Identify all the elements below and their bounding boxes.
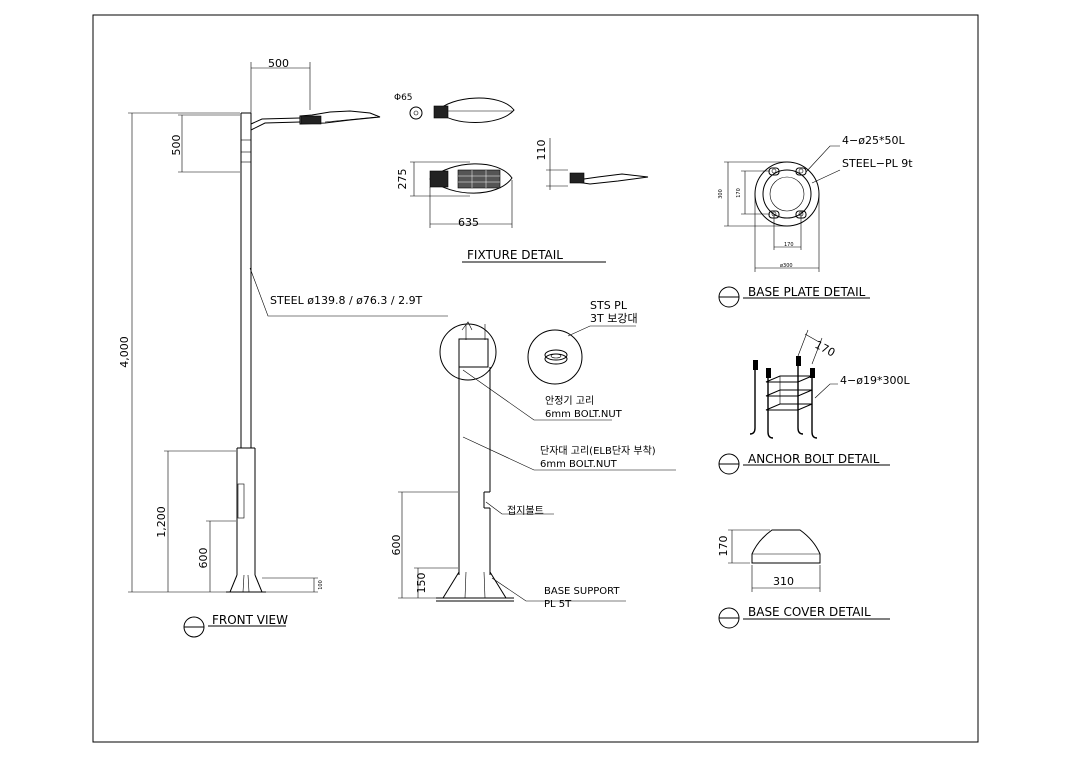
sheet-border	[92, 14, 979, 743]
bolt-nut-label-2: 6mm BOLT.NUT	[540, 459, 618, 470]
fixture-detail	[409, 97, 649, 263]
fixture-height-dim: 110	[535, 140, 548, 161]
section-600-dim: 600	[390, 535, 403, 556]
ground-bolt-label: 접지볼트	[507, 505, 544, 517]
total-height-dim: 4,000	[118, 336, 131, 368]
base-support-label: BASE SUPPORT	[544, 586, 620, 597]
plate-170b-dim: 170	[784, 242, 794, 248]
base-small-dim: 100	[318, 580, 324, 590]
fixture-detail-title: FIXTURE DETAIL	[467, 248, 563, 262]
base-plate-title: BASE PLATE DETAIL	[748, 285, 866, 299]
steel-spec-label: STEEL ø139.8 / ø76.3 / 2.9T	[270, 294, 423, 307]
fixture-length-dim: 635	[458, 216, 479, 229]
pole-section-detail	[398, 321, 676, 602]
base-cover-title: BASE COVER DETAIL	[748, 605, 871, 619]
front-view-title: FRONT VIEW	[212, 613, 288, 627]
reinforce-label: 3T 보강대	[590, 312, 638, 325]
stabilizer-ring-label: 안정기 고리	[545, 395, 594, 407]
fixture-dia-dim: Φ65	[394, 93, 413, 103]
plate-holes-label: 4−ø25*50L	[842, 134, 905, 147]
front-view	[128, 62, 448, 638]
lower-height-dim: 1,200	[155, 506, 168, 538]
plate-side-dim: 300	[718, 189, 724, 199]
fixture-width-dim: 275	[396, 169, 409, 190]
cover-width-dim: 310	[773, 575, 794, 588]
arm-length-dim: 500	[268, 57, 289, 70]
anchor-bolt-detail	[718, 329, 890, 475]
plate-dia-dim: ø300	[780, 263, 793, 269]
plate-170-dim: 170	[736, 188, 742, 198]
anchor-spec-label: 4−ø19*300L	[840, 374, 910, 387]
anchor-170-dim: 170	[813, 338, 838, 359]
arm-height-dim: 500	[170, 135, 183, 156]
steel-pl-label: STEEL−PL 9t	[842, 157, 913, 170]
door-height-dim: 600	[197, 548, 210, 569]
section-150-dim: 150	[415, 573, 428, 594]
base-cover-detail	[718, 529, 890, 629]
cover-height-dim: 170	[717, 536, 730, 557]
base-plate-detail	[718, 145, 870, 308]
sts-pl-label: STS PL	[590, 299, 628, 312]
bolt-nut-label-1: 6mm BOLT.NUT	[545, 409, 623, 420]
base-support-pl-label: PL 5T	[544, 599, 572, 610]
terminal-ring-label: 단자대 고리(ELB단자 부착)	[540, 445, 656, 457]
anchor-bolt-title: ANCHOR BOLT DETAIL	[748, 452, 880, 466]
